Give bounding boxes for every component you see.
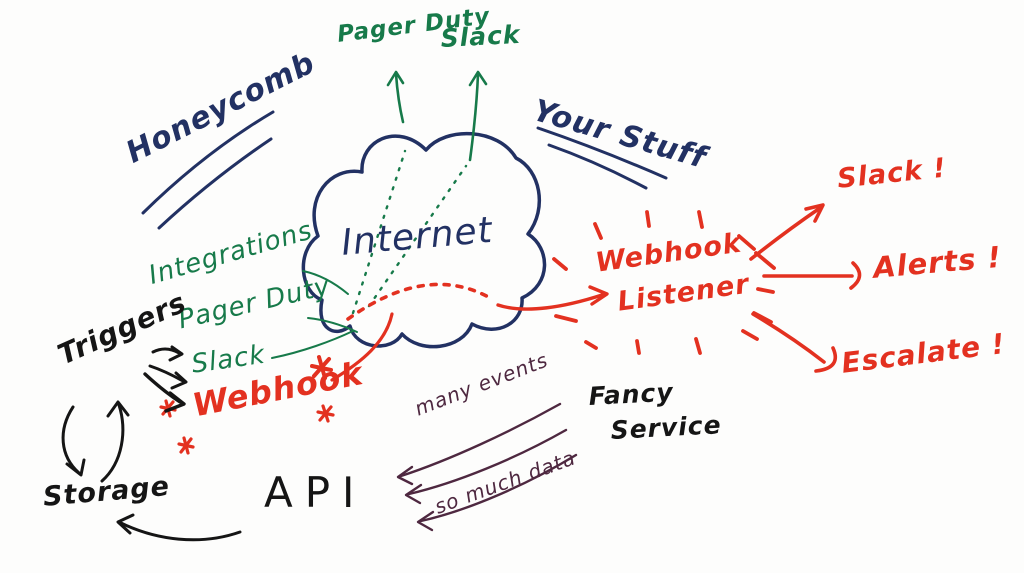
arrow-cloud-to-slack [468,72,480,162]
api-flow-arrow-1 [399,402,562,478]
slack-connector [271,330,354,359]
arrow-storage-triggers-up-head [106,400,130,418]
cloud-dotted-path-1 [351,149,407,315]
fancy-service-label-line1: Fancy [587,377,675,411]
api-flow-arrow-2 [407,428,568,496]
webhook-asterisk-top-right [310,355,333,380]
arrow-triggers-storage-down [61,405,81,475]
arrow-storage-triggers-up [100,403,125,483]
arrow-listener-to-escalate-head [814,346,838,373]
your-stuff-underline-2 [547,143,648,190]
webhook-asterisk-bottom [177,436,195,455]
arrow-listener-to-escalate [751,312,826,364]
arrow-api-to-storage-head [116,513,135,535]
arrow-cloud-to-pagerduty [394,72,405,124]
cloud-dotted-webhook-arc [346,282,494,321]
api-flow-arrow-1-head [396,465,414,486]
honeycomb-underline-1 [141,110,275,215]
fancy-service-label-line2: Service [609,410,723,445]
arrow-cloud-to-listener [496,293,604,311]
arrow-cloud-to-slack-head [468,70,488,87]
arrow-triggers-to-slack [148,364,185,383]
arrow-triggers-to-webhook-head [164,391,186,413]
arrow-triggers-storage-down-head [65,458,86,477]
arrow-cloud-to-listener-head [588,285,609,306]
internet-cloud-outline [301,131,547,349]
cloud-dotted-path-2 [367,164,468,308]
arrow-listener-to-slack-head [804,203,825,223]
arrow-cloud-to-pagerduty-head [386,70,405,87]
api-flow-arrow-3-head [416,510,435,532]
integrations-connector [302,270,349,295]
cloud-output-slack-label: Slack [439,19,522,53]
arrow-api-to-storage [119,521,242,542]
arrow-listener-to-slack [749,206,822,261]
arrow-triggers-to-slack-head [170,371,188,390]
api-flow-arrow-3 [419,453,578,523]
listener-rays [552,210,776,355]
webhook-asterisk-right [316,404,335,423]
your-stuff-underline-1 [536,126,668,180]
webhook-to-cloud-connector [330,312,394,382]
honeycomb-underline-2 [157,137,273,230]
api-label: API [264,468,367,517]
arrow-triggers-to-pagerduty-head [168,345,184,362]
api-flow-arrow-2-head [404,483,423,505]
arrow-listener-to-alerts-head [849,261,862,290]
